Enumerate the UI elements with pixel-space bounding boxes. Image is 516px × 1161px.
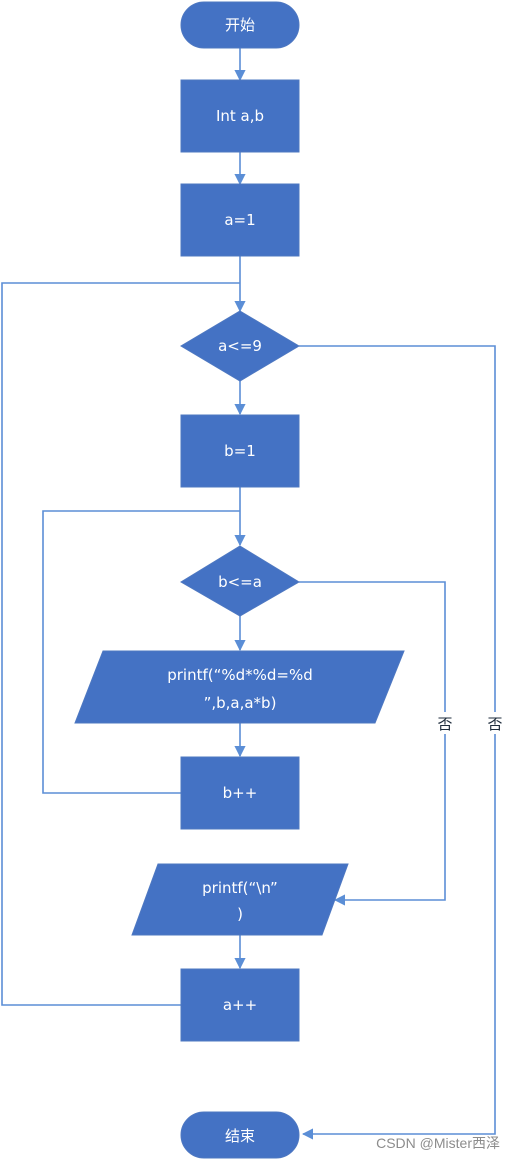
- init-a-label: a=1: [224, 211, 255, 229]
- print-node: printf(“%d*%d=%d ”,b,a,a*b): [74, 650, 405, 724]
- newline-label-line2: ): [237, 905, 243, 923]
- edge-cond-a-no: [299, 345, 496, 1140]
- cond-b-node: b<=a: [180, 545, 300, 617]
- init-b-label: b=1: [224, 442, 256, 460]
- start-label: 开始: [225, 16, 255, 34]
- edge-inc-b-loop: [42, 510, 240, 794]
- declare-node: Int a,b: [180, 79, 300, 153]
- init-a-node: a=1: [180, 183, 300, 257]
- edge-inc-a-loop: [1, 282, 240, 1006]
- print-label-line1: printf(“%d*%d=%d: [167, 666, 313, 684]
- watermark: CSDN @Mister西泽: [376, 1135, 500, 1151]
- edge-cond-b-no: [299, 581, 446, 906]
- inc-a-label: a++: [223, 996, 257, 1014]
- declare-label: Int a,b: [216, 107, 264, 125]
- cond-a-node: a<=9: [180, 310, 300, 382]
- inc-b-label: b++: [223, 784, 258, 802]
- print-label-line2: ”,b,a,a*b): [204, 694, 277, 712]
- connectors: [1, 48, 496, 1140]
- end-node: 结束: [180, 1111, 300, 1159]
- newline-node: printf(“\n” ): [131, 863, 349, 936]
- newline-label-line1: printf(“\n”: [202, 879, 278, 897]
- inc-a-node: a++: [180, 968, 300, 1042]
- edge-label-no-inner: 否: [437, 715, 452, 733]
- cond-a-label: a<=9: [218, 337, 262, 355]
- inc-b-node: b++: [180, 756, 300, 830]
- end-label: 结束: [225, 1127, 255, 1145]
- start-node: 开始: [180, 1, 300, 49]
- cond-b-label: b<=a: [218, 573, 262, 591]
- init-b-node: b=1: [180, 414, 300, 488]
- edge-label-no-outer: 否: [487, 715, 502, 733]
